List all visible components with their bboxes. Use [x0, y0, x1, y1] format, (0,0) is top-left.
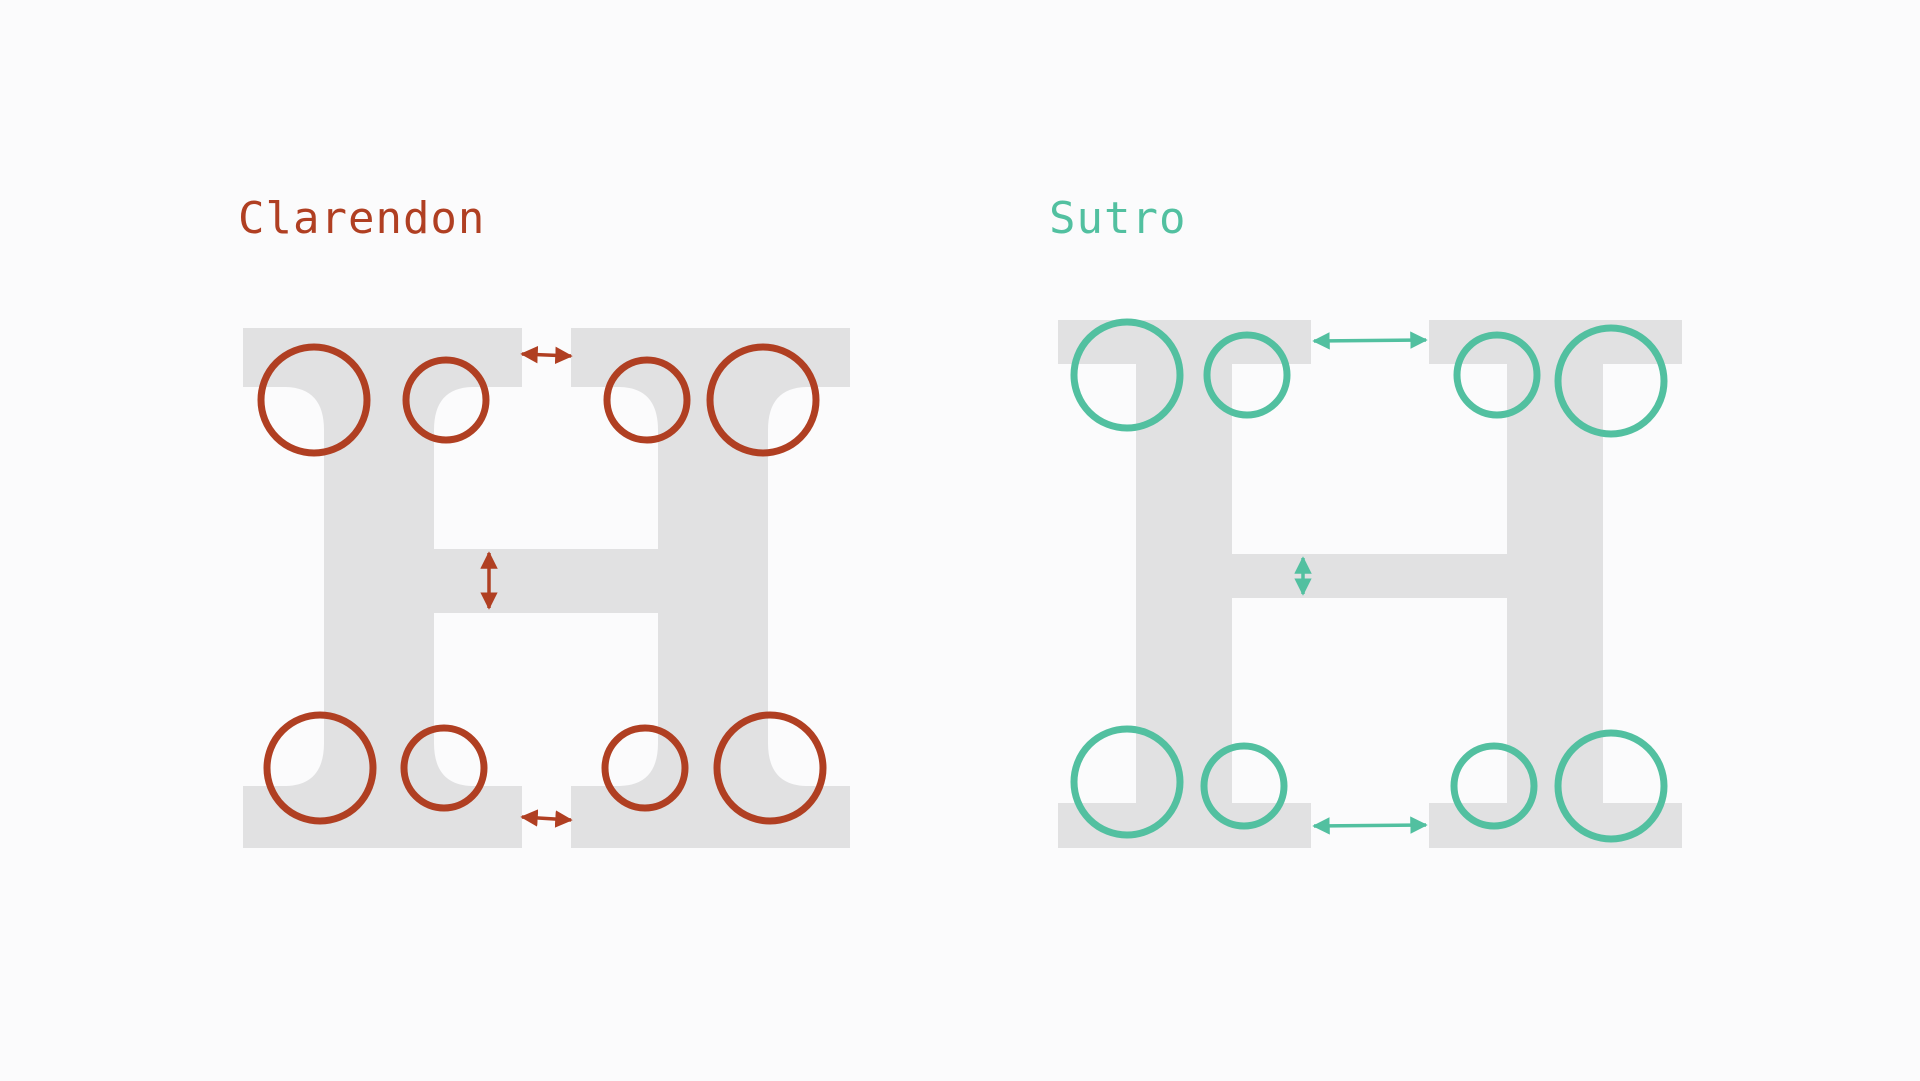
- clarendon-crossbar: [430, 549, 662, 613]
- sutro-marker-bottom-left-outer: [1070, 725, 1184, 839]
- sutro-spacing-arrows: [1294, 331, 1428, 835]
- clarendon-left-stem: [243, 328, 522, 848]
- clarendon-serif-markers: [257, 343, 827, 825]
- sutro-marker-top-right-outer: [1554, 324, 1668, 438]
- sutro-arrow-top-gap: [1312, 331, 1428, 350]
- clarendon-marker-top-right-outer: [706, 343, 820, 457]
- sutro-marker-bottom-left-inner: [1200, 742, 1288, 830]
- clarendon-right-stem: [571, 328, 850, 848]
- sutro-arrow-bottom-gap: [1312, 816, 1428, 835]
- sutro-marker-top-right-inner: [1453, 331, 1541, 419]
- sutro-label: Sutro: [1049, 193, 1187, 244]
- clarendon-marker-bottom-left-outer: [263, 711, 377, 825]
- sutro-h-glyph: [1058, 320, 1682, 848]
- sutro-crossbar: [1228, 554, 1511, 598]
- clarendon-marker-bottom-left-inner: [400, 724, 488, 812]
- sutro-left-stem: [1058, 320, 1311, 848]
- clarendon-arrow-bottom-gap: [520, 809, 573, 828]
- clarendon-marker-bottom-right-inner: [601, 724, 689, 812]
- sutro-right-stem: [1429, 320, 1682, 848]
- clarendon-arrow-top-gap: [520, 345, 573, 365]
- clarendon-marker-top-left-inner: [402, 356, 490, 444]
- clarendon-marker-top-right-inner: [603, 356, 691, 444]
- sutro-marker-top-left-inner: [1203, 331, 1291, 419]
- clarendon-h-glyph: [243, 328, 850, 848]
- clarendon-marker-bottom-right-outer: [713, 711, 827, 825]
- sutro-marker-top-left-outer: [1070, 318, 1184, 432]
- sutro-serif-markers: [1070, 318, 1668, 843]
- clarendon-spacing-arrows: [480, 345, 573, 828]
- clarendon-label: Clarendon: [238, 193, 486, 244]
- sutro-marker-bottom-right-inner: [1450, 742, 1538, 830]
- clarendon-marker-top-left-outer: [257, 343, 371, 457]
- sutro-marker-bottom-right-outer: [1554, 729, 1668, 843]
